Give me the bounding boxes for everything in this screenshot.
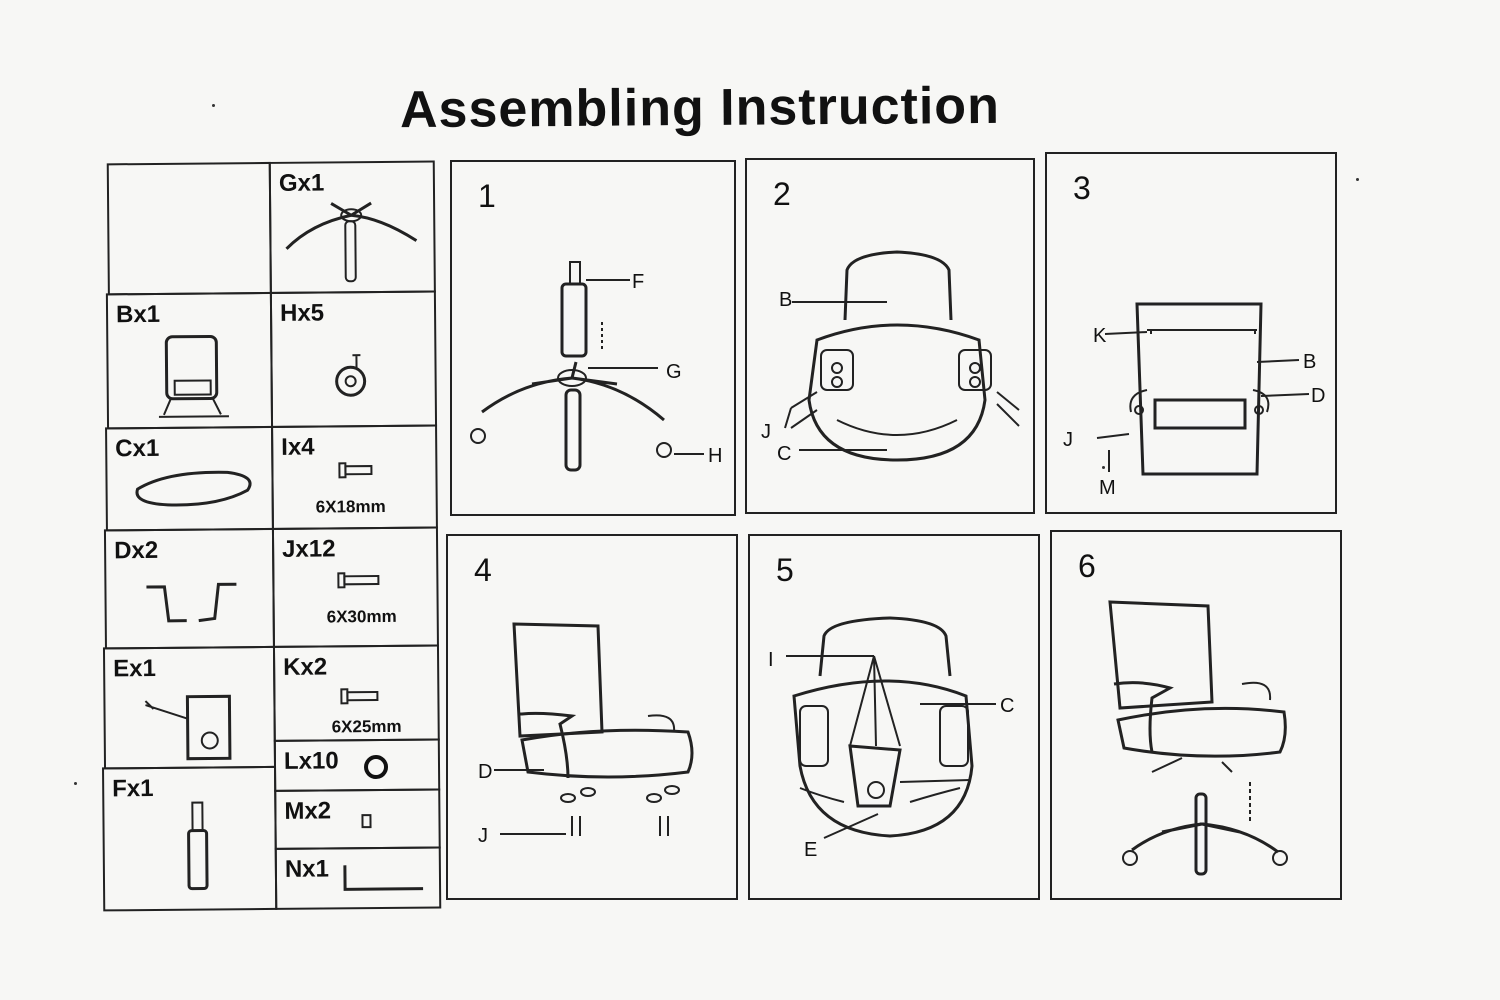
- part-k-cell: Kx2 6X25mm: [272, 644, 440, 742]
- callout-e: E: [804, 839, 817, 861]
- callout-j: J: [1063, 429, 1073, 451]
- callout-c: C: [1000, 695, 1014, 717]
- parts-list: Gx1 Bx1 Hx5 Cx1 Ix4: [89, 160, 442, 912]
- step-number: 5: [776, 552, 794, 588]
- step-6-panel: 6: [1050, 530, 1342, 900]
- callout-c: C: [777, 443, 791, 465]
- part-i-size: 6X18mm: [315, 496, 386, 517]
- part-b-cell: Bx1: [105, 291, 274, 430]
- callout-f: F: [632, 271, 644, 293]
- part-l-cell: Lx10: [273, 738, 441, 792]
- part-j-size: 6X30mm: [326, 606, 397, 627]
- long-bolt-icon: [337, 572, 380, 589]
- washer-icon: [364, 755, 389, 780]
- callout-k: K: [1093, 325, 1107, 347]
- step-3-diagram: K B D J M: [1063, 302, 1325, 499]
- short-bolt-icon: [338, 462, 373, 479]
- scan-speck: [1102, 466, 1105, 469]
- step-number: 4: [474, 552, 492, 588]
- step-6-diagram: [1108, 600, 1288, 876]
- part-j-cell: Jx12 6X30mm: [271, 526, 439, 648]
- callout-d: D: [478, 761, 492, 783]
- cap-icon: [361, 814, 372, 829]
- part-f-cell: Fx1: [102, 765, 278, 912]
- scan-speck: [74, 782, 77, 785]
- part-i-cell: Ix4 6X18mm: [271, 424, 438, 530]
- medium-bolt-icon: [340, 688, 379, 705]
- gas-lift-icon: [187, 801, 209, 891]
- seat-mechanism-icon: [144, 694, 232, 761]
- part-h-cell: Hx5: [269, 290, 438, 428]
- callout-d: D: [1311, 385, 1325, 407]
- caster-wheel-icon: [335, 354, 367, 397]
- step-1-diagram: F G H: [470, 261, 722, 472]
- callout-i: I: [768, 649, 774, 671]
- scan-speck: [1356, 178, 1359, 181]
- part-g-cell: Gx1: [268, 160, 436, 294]
- star-base-icon: [285, 201, 418, 283]
- page-title: Assembling Instruction: [399, 76, 1001, 140]
- part-e-cell: Ex1: [102, 645, 277, 770]
- callout-b: B: [1303, 351, 1316, 373]
- step-5-panel: 5 I C E: [748, 534, 1040, 900]
- callout-b: B: [779, 289, 792, 311]
- step-1-panel: 1 F G H: [450, 160, 736, 516]
- step-number: 3: [1073, 170, 1091, 206]
- step-4-diagram: D J: [478, 622, 694, 847]
- step-number: 1: [478, 178, 496, 214]
- callout-j: J: [478, 825, 488, 847]
- parts-empty-cell: [106, 161, 272, 296]
- step-2-diagram: B J C: [761, 250, 1020, 465]
- step-number: 2: [773, 176, 791, 212]
- callout-h: H: [708, 445, 722, 467]
- seat-cushion-icon: [135, 470, 252, 507]
- callout-m: M: [1099, 477, 1116, 499]
- step-number: 6: [1078, 548, 1096, 584]
- scan-speck: [212, 104, 215, 107]
- step-2-panel: 2 B J C: [745, 158, 1035, 514]
- part-d-cell: Dx2: [103, 527, 275, 650]
- part-k-size: 6X25mm: [331, 716, 402, 737]
- backrest-icon: [158, 334, 229, 418]
- step-4-panel: 4 D J: [446, 534, 738, 900]
- part-c-cell: Cx1: [105, 425, 274, 532]
- callout-j: J: [761, 421, 771, 443]
- part-m-cell: Mx2: [274, 788, 441, 850]
- step-3-panel: 3 K B D J M: [1045, 152, 1337, 514]
- part-n-cell: Nx1: [274, 846, 442, 910]
- allen-key-icon: [343, 865, 424, 891]
- armrest-icon: [146, 582, 237, 623]
- step-5-diagram: I C E: [768, 616, 1014, 861]
- callout-g: G: [666, 361, 682, 383]
